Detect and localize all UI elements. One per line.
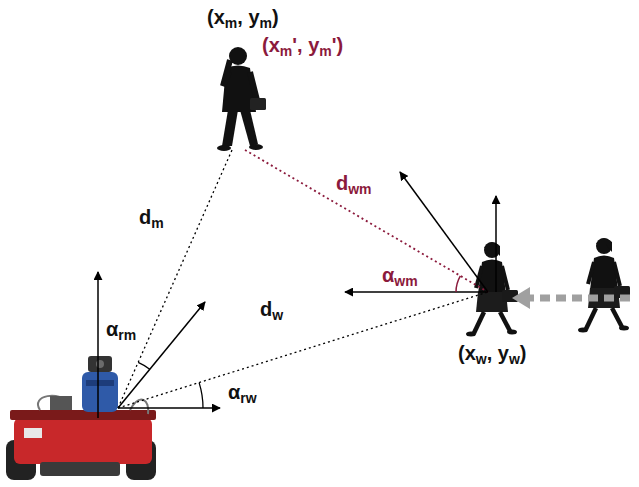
subscript: m bbox=[280, 43, 292, 59]
measure-label: dm bbox=[137, 206, 166, 230]
distance-line bbox=[118, 292, 488, 408]
symbol: ( bbox=[207, 6, 214, 28]
measure-label: αrm bbox=[104, 318, 138, 342]
measure-label-highlight: αwm bbox=[380, 264, 420, 288]
symbol: x bbox=[269, 34, 280, 56]
measure-label-highlight: (xm', ym') bbox=[260, 34, 345, 58]
axis-arrow bbox=[97, 272, 99, 418]
symbol: ') bbox=[332, 34, 343, 56]
symbol: y bbox=[498, 342, 509, 364]
symbol: d bbox=[139, 206, 151, 228]
man-briefcase bbox=[250, 98, 266, 110]
symbol: ( bbox=[458, 342, 465, 364]
symbol: ( bbox=[262, 34, 269, 56]
symbol: ) bbox=[272, 6, 279, 28]
subscript: w bbox=[272, 307, 283, 323]
subscript: wm bbox=[348, 181, 371, 197]
subscript: m bbox=[225, 15, 237, 31]
symbol: α bbox=[228, 381, 240, 403]
angle-arc bbox=[138, 362, 150, 369]
woman-picture bbox=[578, 238, 630, 333]
measure-label: (xm, ym) bbox=[205, 6, 281, 30]
axis-arrow bbox=[118, 407, 220, 409]
subscript: m bbox=[319, 43, 331, 59]
robot-plate bbox=[10, 410, 156, 420]
subscript: wm bbox=[394, 273, 417, 289]
subscript: m bbox=[151, 215, 163, 231]
robot-panel bbox=[24, 428, 42, 438]
robot-laser bbox=[82, 372, 118, 412]
symbol: , bbox=[237, 6, 248, 28]
subscript: m bbox=[260, 15, 272, 31]
subscript: w bbox=[476, 351, 487, 367]
distance-line bbox=[118, 150, 232, 408]
robot-box bbox=[50, 396, 72, 410]
man-leg bbox=[222, 110, 238, 146]
subscript: rm bbox=[118, 327, 136, 343]
man-arm bbox=[250, 72, 257, 100]
measure-label: dw bbox=[258, 298, 285, 322]
symbol: ', bbox=[292, 34, 308, 56]
man-arm bbox=[223, 60, 230, 86]
motion-arrowhead bbox=[512, 287, 530, 309]
distance-line bbox=[245, 150, 488, 292]
robot-lens bbox=[96, 360, 104, 368]
robot-wires bbox=[38, 396, 148, 414]
symbol: ) bbox=[520, 342, 527, 364]
subscript: w bbox=[509, 351, 520, 367]
measure-label-highlight: dwm bbox=[334, 172, 374, 196]
symbol: d bbox=[260, 298, 272, 320]
symbol: y bbox=[248, 6, 259, 28]
robot-body bbox=[14, 418, 152, 464]
robot-bumper bbox=[40, 462, 120, 476]
symbol: d bbox=[336, 172, 348, 194]
measure-label: (xw, yw) bbox=[456, 342, 529, 366]
symbol: x bbox=[465, 342, 476, 364]
subscript: rw bbox=[240, 390, 256, 406]
symbol: , bbox=[487, 342, 498, 364]
robot-camera bbox=[88, 356, 112, 372]
angle-arc bbox=[199, 383, 203, 408]
robot-laser-window bbox=[86, 380, 114, 386]
man-shoe bbox=[217, 145, 231, 151]
axis-arrow bbox=[495, 196, 497, 292]
symbol: α bbox=[106, 318, 118, 340]
man-picture bbox=[217, 47, 266, 151]
motion-arrow bbox=[528, 295, 630, 302]
measure-label: αrw bbox=[226, 381, 259, 405]
symbol: α bbox=[382, 264, 394, 286]
symbol: y bbox=[308, 34, 319, 56]
woman-picture bbox=[466, 242, 518, 337]
robot-picture bbox=[6, 356, 156, 480]
man-shoe bbox=[249, 144, 263, 150]
man-leg bbox=[240, 110, 258, 146]
axis-arrow bbox=[345, 291, 488, 293]
angle-arc bbox=[456, 276, 460, 292]
symbol: x bbox=[214, 6, 225, 28]
